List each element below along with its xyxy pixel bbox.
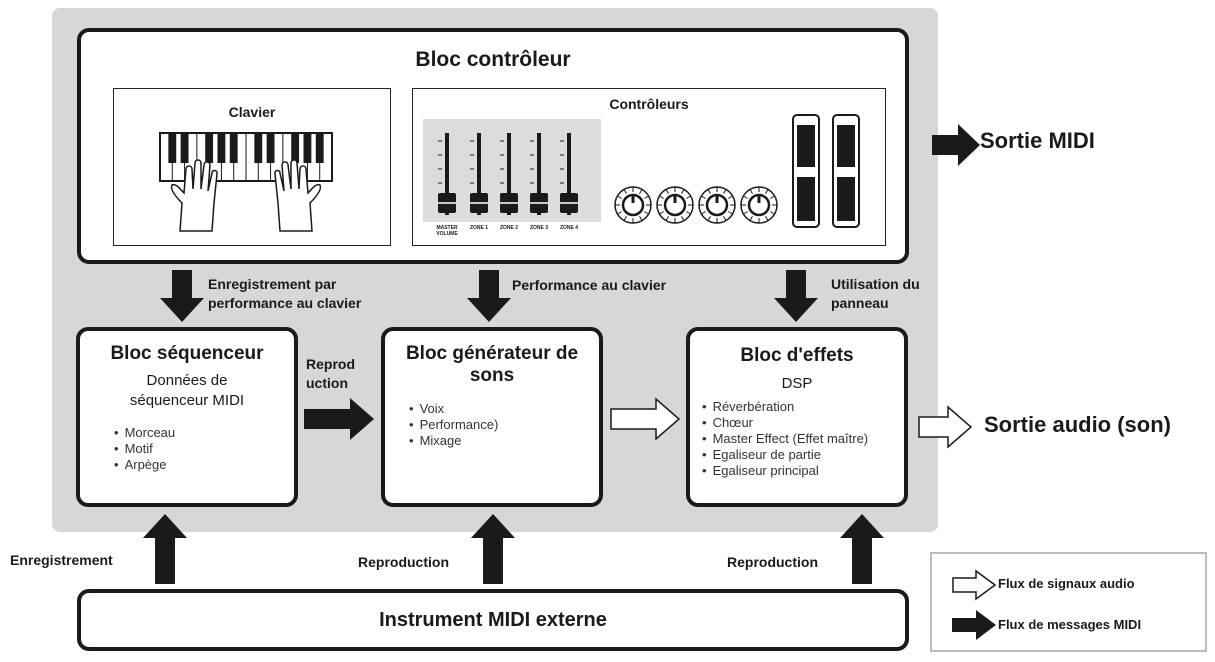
black-key [205, 133, 214, 163]
tone-generator-block: Bloc générateur de sons Voix Performance… [381, 327, 603, 507]
black-key [217, 133, 226, 163]
sequencer-block-title: Bloc séquenceur [110, 343, 264, 364]
midi-out-label: Sortie MIDI [980, 128, 1095, 153]
right-hand-icon [274, 159, 322, 232]
legend-midi-arrow-icon [952, 610, 996, 640]
fader-icon [438, 133, 456, 215]
external-midi-instrument: Instrument MIDI externe [77, 589, 909, 651]
arrow-right-playback-icon [304, 398, 374, 440]
wheel-controllers-icon [792, 114, 860, 228]
list-item: Performance) [409, 417, 499, 433]
arrow-down-panel-icon [774, 270, 818, 322]
black-key [266, 133, 275, 163]
effects-items: Réverbération Chœur Master Effect (Effet… [702, 399, 869, 479]
external-midi-instrument-title: Instrument MIDI externe [379, 609, 607, 631]
left-hand-icon [170, 159, 218, 232]
arrow-up-recording-icon [143, 514, 187, 584]
fader-icon [500, 133, 518, 215]
black-key [180, 133, 189, 163]
audio-out-arrow-icon [918, 405, 973, 449]
tone-generator-items: Voix Performance) Mixage [409, 401, 499, 449]
effects-block-subtitle: DSP [781, 375, 813, 392]
knob-icon [698, 186, 736, 224]
legend-midi-label: Flux de messages MIDI [998, 617, 1142, 632]
list-item: Mixage [409, 433, 498, 449]
black-key [229, 133, 238, 163]
label-external-playback-tone: Reproduction [358, 554, 449, 570]
effects-block: Bloc d'effets DSP Réverbération Chœur Ma… [686, 327, 908, 507]
fader-label: ZONE 3 [529, 225, 549, 231]
list-item: Réverbération [702, 399, 868, 415]
legend-audio-label: Flux de signaux audio [998, 576, 1135, 591]
keyboard-panel: Clavier [113, 88, 391, 246]
midi-out-arrow-icon [932, 124, 980, 166]
black-key [315, 133, 324, 163]
list-item: Egaliseur principal [702, 463, 868, 479]
list-item: Morceau [114, 425, 176, 441]
arrow-up-playback-tone-icon [471, 514, 515, 584]
tone-generator-title: Bloc générateur de sons [405, 343, 579, 386]
arrow-up-playback-effects-icon [840, 514, 884, 584]
controllers-panel: Contrôleurs MASTER VOLUME ZONE 1 ZONE 2 ZON… [412, 88, 886, 246]
label-playback-middle: Reprod uction [306, 356, 355, 391]
legend-audio-arrow-icon [952, 569, 997, 601]
sequencer-items: Morceau Motif Arpège [114, 425, 176, 473]
list-item: Voix [409, 401, 498, 417]
keyboard-label: Clavier [228, 104, 276, 120]
label-keyboard-performance: Performance au clavier [512, 277, 667, 293]
controller-block: Bloc contrôleur Clavier Contrôleurs [77, 28, 909, 264]
sequencer-block: Bloc séquenceur Données de séquenceur MI… [76, 327, 298, 507]
sequencer-block-subtitle: Données de séquenceur MIDI [129, 372, 245, 409]
keyboard-illustration [159, 132, 333, 232]
effects-block-title: Bloc d'effets [740, 345, 854, 366]
list-item: Chœur [702, 415, 868, 431]
knob-icon [656, 186, 694, 224]
black-key [254, 133, 263, 163]
list-item: Egaliseur de partie [702, 447, 868, 463]
fader-label: ZONE 2 [499, 225, 519, 231]
audio-out-label: Sortie audio (son) [984, 412, 1171, 437]
legend: Flux de signaux audio Flux de messages M… [930, 552, 1207, 652]
arrow-down-recording-icon [160, 270, 204, 322]
fader-icon [560, 133, 578, 215]
fader-label: ZONE 1 [469, 225, 489, 231]
label-panel-usage: Utilisation du panneau [831, 276, 920, 311]
list-item: Motif [114, 441, 175, 457]
fader-icon [530, 133, 548, 215]
list-item: Master Effect (Effet maître) [702, 431, 869, 447]
black-key [303, 133, 312, 163]
knob-icon [740, 186, 778, 224]
label-external-playback-effects: Reproduction [727, 554, 818, 570]
fader-icon [470, 133, 488, 215]
list-item: Arpège [114, 457, 175, 473]
label-external-recording: Enregistrement [10, 552, 113, 568]
black-key [168, 133, 177, 163]
controller-block-title: Bloc contrôleur [415, 48, 571, 71]
arrow-down-performance-icon [467, 270, 511, 322]
arrow-right-audio-icon [610, 397, 681, 441]
controllers-illustration [423, 114, 860, 228]
fader-label: ZONE 4 [559, 225, 579, 231]
controllers-label: Contrôleurs [609, 96, 689, 112]
knob-icon [614, 186, 652, 224]
label-recording-by-performance: Enregistrement par performance au clavie… [208, 276, 362, 311]
fader-label: MASTER VOLUME [436, 225, 458, 237]
black-key [291, 133, 300, 163]
